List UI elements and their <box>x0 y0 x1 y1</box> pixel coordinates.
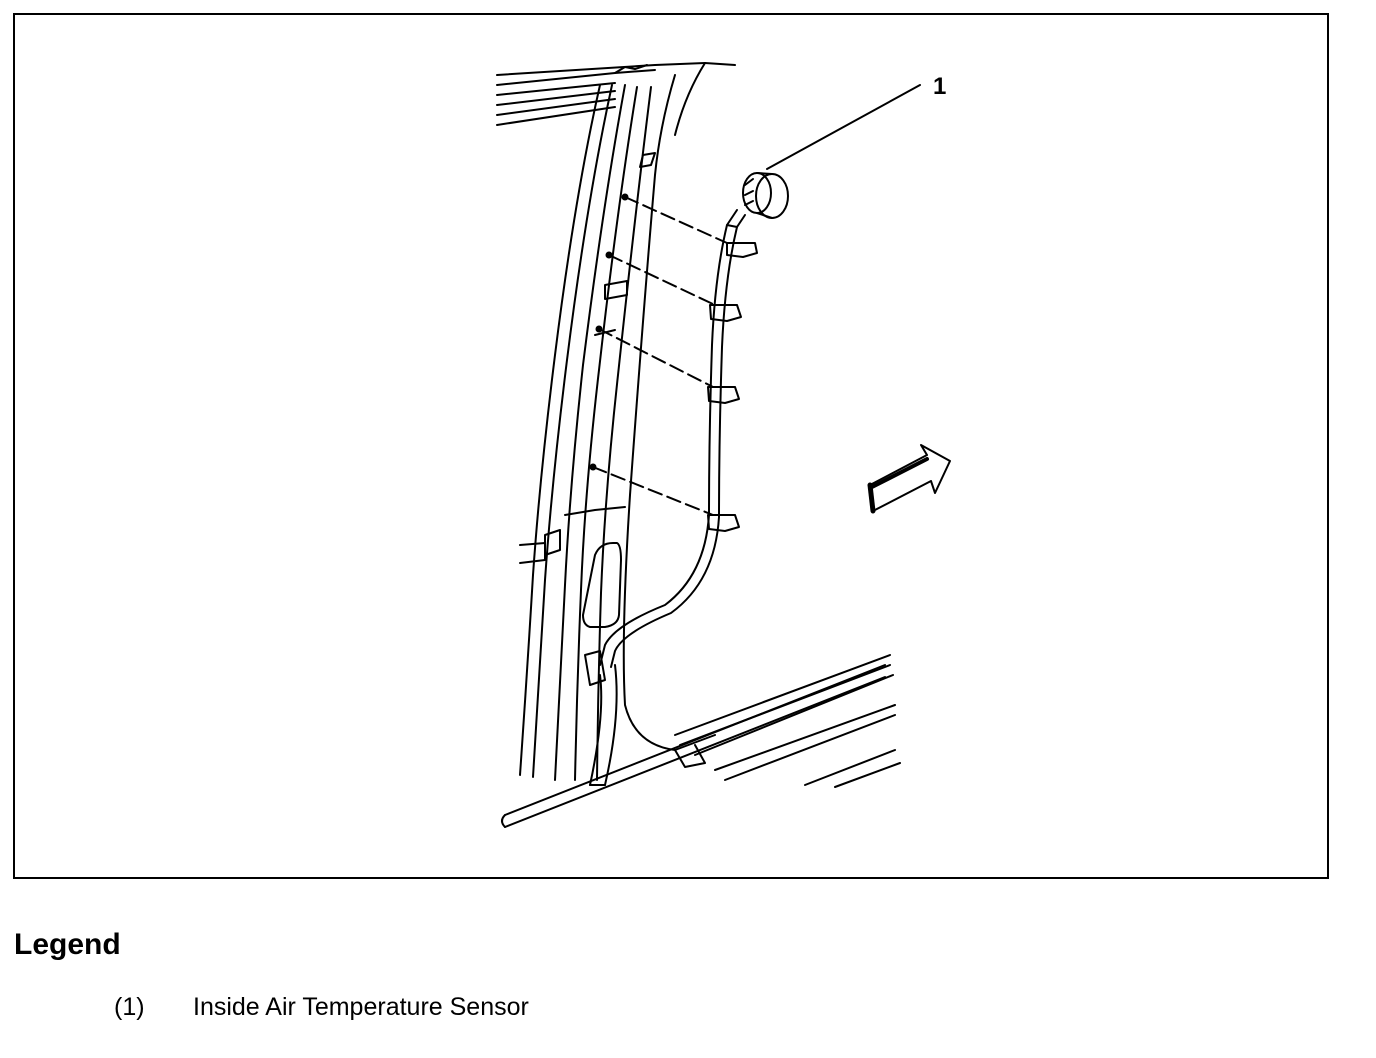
forward-arrow <box>867 444 951 514</box>
clip-holes <box>589 193 629 471</box>
callout-number: 1 <box>933 73 947 100</box>
figure-frame: 1 <box>13 13 1329 879</box>
clip-alignment-lines <box>592 196 728 516</box>
inside-air-temperature-sensor <box>726 172 789 228</box>
roof-rail <box>496 62 736 126</box>
legend-item-number: (1) <box>114 993 145 1021</box>
legend-title: Legend <box>14 928 121 961</box>
pillar-body <box>519 62 716 781</box>
harness-clips <box>707 242 758 532</box>
sensor-harness <box>584 224 738 786</box>
callout-leader <box>766 84 921 170</box>
rocker-sill <box>501 654 901 828</box>
access-hole <box>582 542 622 628</box>
pillar-sensor-illustration <box>496 62 951 828</box>
legend-item-label: Inside Air Temperature Sensor <box>193 993 529 1021</box>
